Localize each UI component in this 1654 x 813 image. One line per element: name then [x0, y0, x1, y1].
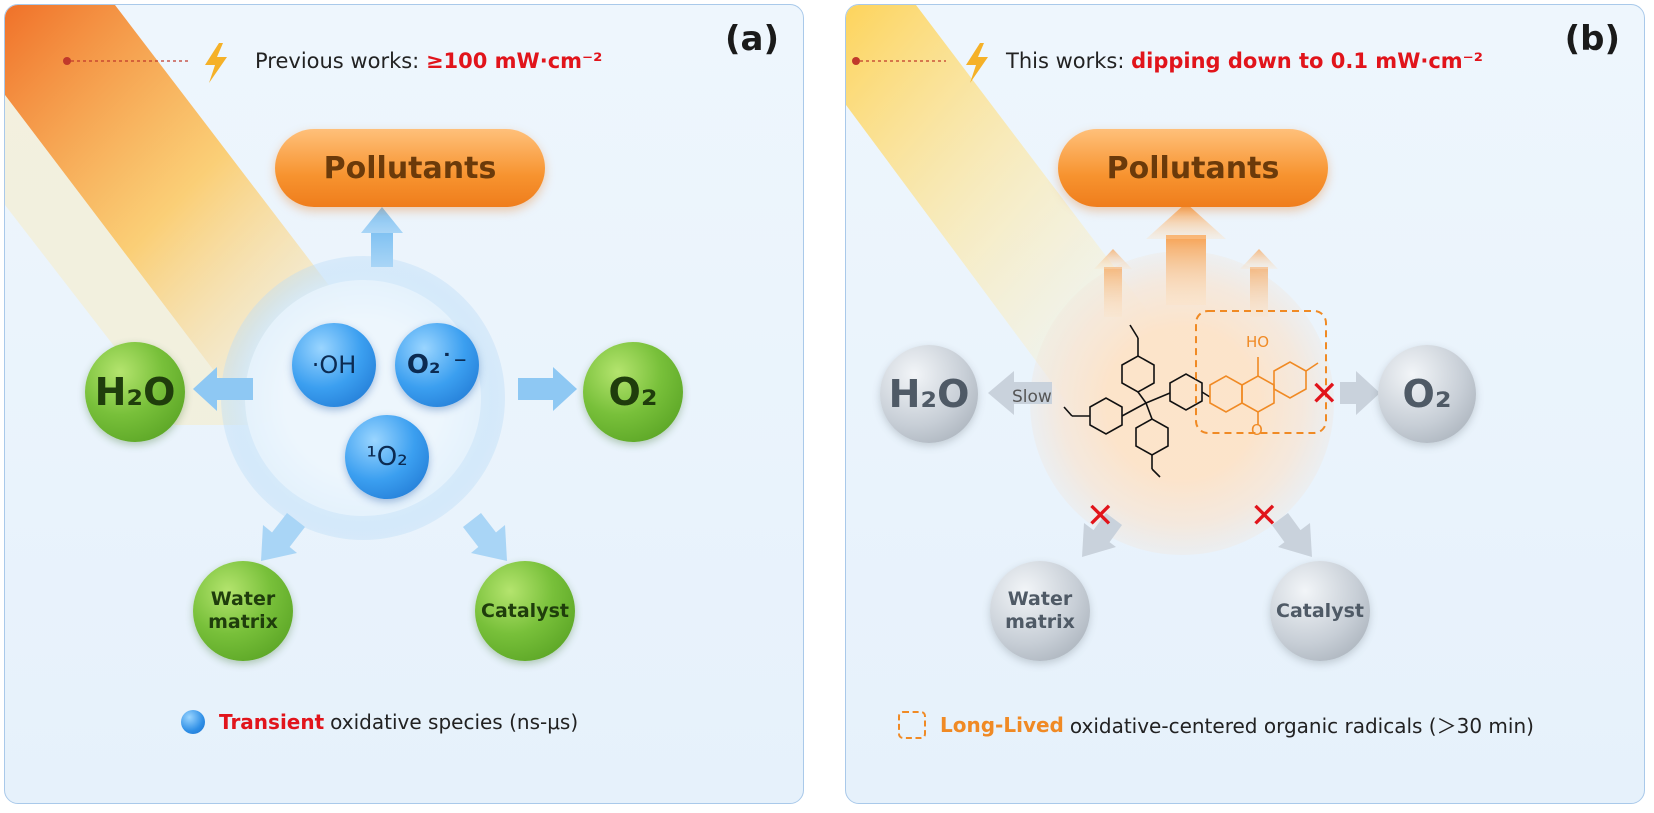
- hydroxyl-radical-sphere: ·OH: [292, 323, 376, 407]
- long-lived-radical-icon: [898, 710, 926, 739]
- panel-tag: (a): [724, 19, 779, 59]
- header-highlight: dipping down to 0.1 mW·cm⁻²: [1131, 49, 1483, 73]
- lightning-icon: [966, 43, 988, 83]
- water-matrix-line1: Water: [1007, 588, 1073, 610]
- panel-header: Previous works: ≥100 mW·cm⁻²: [255, 49, 602, 73]
- slow-label: Slow: [1012, 387, 1052, 407]
- pollutants-pill: Pollutants: [275, 129, 545, 207]
- legend: Long-Lived oxidative-centered organic ra…: [898, 710, 1534, 739]
- superoxide-sphere: O₂˙⁻: [395, 323, 479, 407]
- legend: Transient oxidative species (ns-μs): [181, 710, 578, 734]
- header-highlight: ≥100 mW·cm⁻²: [425, 49, 603, 73]
- long-lived-radical-box: [1195, 310, 1327, 434]
- legend-text: oxidative-centered organic radicals (＞30…: [1069, 714, 1534, 738]
- arrow-icon: [1240, 249, 1278, 317]
- arrow-icon: [1146, 203, 1226, 305]
- o-label: O: [1251, 421, 1263, 439]
- panel-header: This works: dipping down to 0.1 mW·cm⁻²: [1006, 49, 1483, 73]
- arrow-icon: [1094, 249, 1132, 317]
- transient-species-icon: [181, 710, 205, 734]
- panel-b: (b) This works: dipping down to 0.1 mW·c…: [845, 4, 1645, 804]
- cross-icon: ✕: [1250, 496, 1279, 536]
- h2o-sphere: H₂O: [85, 342, 185, 442]
- legend-text: oxidative species (ns-μs): [330, 710, 579, 734]
- catalyst-sphere: Catalyst: [475, 561, 575, 661]
- pollutants-pill: Pollutants: [1058, 129, 1328, 207]
- molecule-structure: [1063, 324, 1211, 478]
- arrow-icon: [518, 367, 577, 411]
- cross-icon: ✕: [1086, 496, 1115, 536]
- panel-a: (a) Previous works: ≥100 mW·cm⁻² Polluta…: [4, 4, 804, 804]
- catalyst-sphere: Catalyst: [1270, 561, 1370, 661]
- ho-label: HO: [1246, 333, 1270, 351]
- panel-tag: (b): [1564, 19, 1620, 59]
- o2-sphere: O₂: [1378, 345, 1476, 443]
- singlet-oxygen-sphere: ¹O₂: [345, 415, 429, 499]
- arrow-icon: [361, 207, 403, 267]
- arrow-icon: [463, 513, 507, 561]
- header-prefix: This works:: [1006, 49, 1132, 73]
- water-matrix-line2: matrix: [208, 611, 278, 633]
- o2-sphere: O₂: [583, 342, 683, 442]
- water-matrix-line2: matrix: [1005, 611, 1075, 633]
- arrow-icon: [261, 513, 305, 561]
- water-matrix-line1: Water: [210, 588, 276, 610]
- header-prefix: Previous works:: [255, 49, 426, 73]
- arrow-icon: [988, 371, 1052, 415]
- arrow-icon: [1340, 371, 1380, 415]
- arrow-icon: [1082, 513, 1122, 557]
- water-matrix-sphere: Water matrix: [990, 561, 1090, 661]
- legend-highlight: Transient: [219, 710, 325, 734]
- cross-icon: ✕: [1310, 374, 1339, 414]
- lightning-icon: [205, 43, 227, 83]
- radical-fragment: [1209, 357, 1319, 425]
- panel-b-graphics: [846, 5, 1380, 557]
- arrow-icon: [193, 367, 253, 411]
- water-matrix-sphere: Water matrix: [193, 561, 293, 661]
- legend-highlight: Long-Lived: [940, 712, 1064, 737]
- arrow-icon: [1272, 513, 1312, 557]
- h2o-sphere: H₂O: [880, 345, 978, 443]
